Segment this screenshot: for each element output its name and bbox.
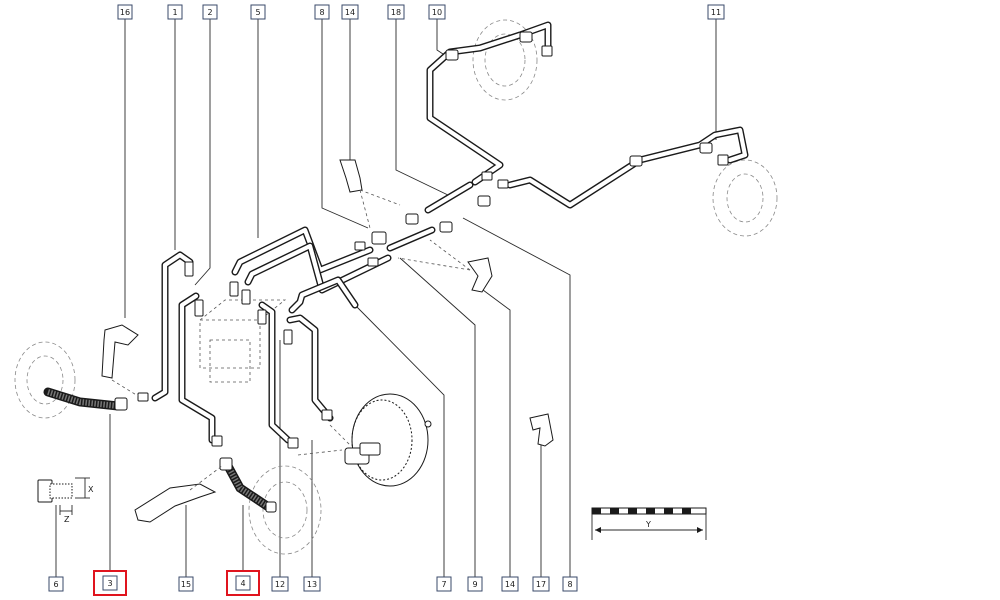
leader-14b [482,289,511,577]
callout-number: 4 [240,579,245,588]
scale-bar: Y [591,507,707,540]
rear-left-wheel [472,19,538,101]
callout-12: 12 [271,576,289,592]
pipe-fittings [114,31,729,513]
leader-2 [194,19,211,286]
callout-box [102,575,118,591]
callout-11: 11 [707,4,725,20]
callout-box [428,4,446,20]
dim-y-label: Y [645,520,651,529]
callout-18: 18 [387,4,405,20]
routing-dashes [111,189,471,491]
leader-10 [436,19,447,57]
clip-17 [529,413,554,447]
dim-x-label: X [88,485,94,494]
bracket-15 [134,483,217,523]
brake-pipes [151,21,749,444]
front-left-wheel [14,341,76,419]
leader-7 [354,304,445,577]
wheel-outlines [14,19,778,555]
callout-number: 16 [120,8,130,17]
callout-number: 8 [567,580,572,589]
brake-booster [344,393,432,487]
leader-lines [55,19,717,577]
callout-box [167,4,183,20]
leader-9 [399,257,476,577]
callout-box [178,576,194,592]
callout-15: 15 [178,576,194,592]
callout-box [562,576,578,592]
callout-highlight [93,570,127,596]
callout-number: 1 [172,8,177,17]
callout-number: 7 [441,580,446,589]
callout-box [48,576,64,592]
callout-number: 10 [432,8,442,17]
leader-18 [395,19,451,197]
callout-number: 8 [319,8,324,17]
bracket-14-bottom [467,257,493,293]
callout-9: 9 [467,576,483,592]
callout-number: 13 [307,580,317,589]
callout-box [387,4,405,20]
callout-number: 12 [275,580,285,589]
callout-box [707,4,725,20]
callout-box [436,576,452,592]
callout-box [117,4,133,20]
leader-8b [462,217,571,577]
callout-10: 10 [428,4,446,20]
callout-14: 14 [341,4,359,20]
callout-number: 5 [255,8,260,17]
rear-right-wheel [712,159,778,237]
callout-box [532,576,550,592]
front-right-wheel [248,465,322,555]
callout-number: 18 [391,8,401,17]
callout-box [202,4,218,20]
callout-box [341,4,359,20]
callout-7: 7 [436,576,452,592]
callout-box [271,576,289,592]
leader-8t [321,19,369,229]
callout-8: 8 [314,4,330,20]
callout-number: 11 [711,8,721,17]
callout-number: 3 [107,579,112,588]
dim-z-label: Z [64,515,70,524]
callout-number: 2 [207,8,212,17]
callout-number: 9 [472,580,477,589]
callout-14: 14 [501,576,519,592]
callout-4: 4 [226,570,260,596]
flexible-hoses [43,387,275,513]
callout-box [467,576,483,592]
callout-17: 17 [532,576,550,592]
callout-1: 1 [167,4,183,20]
callout-number: 17 [536,580,546,589]
callout-13: 13 [303,576,321,592]
callout-number: 14 [505,580,515,589]
callout-box [250,4,266,20]
callout-box [314,4,330,20]
bleed-screw-detail: X Z [37,477,94,524]
bracket-14-top [339,159,363,193]
callout-box [303,576,321,592]
callout-2: 2 [202,4,218,20]
callout-box [235,575,251,591]
callout-6: 6 [48,576,64,592]
callout-number: 15 [181,580,191,589]
callout-3: 3 [93,570,127,596]
callout-5: 5 [250,4,266,20]
callout-16: 16 [117,4,133,20]
callout-number: 14 [345,8,355,17]
bracket-16 [101,324,139,379]
callout-box [501,576,519,592]
callout-number: 6 [53,580,58,589]
mounting-brackets [101,159,554,523]
callout-8: 8 [562,576,578,592]
